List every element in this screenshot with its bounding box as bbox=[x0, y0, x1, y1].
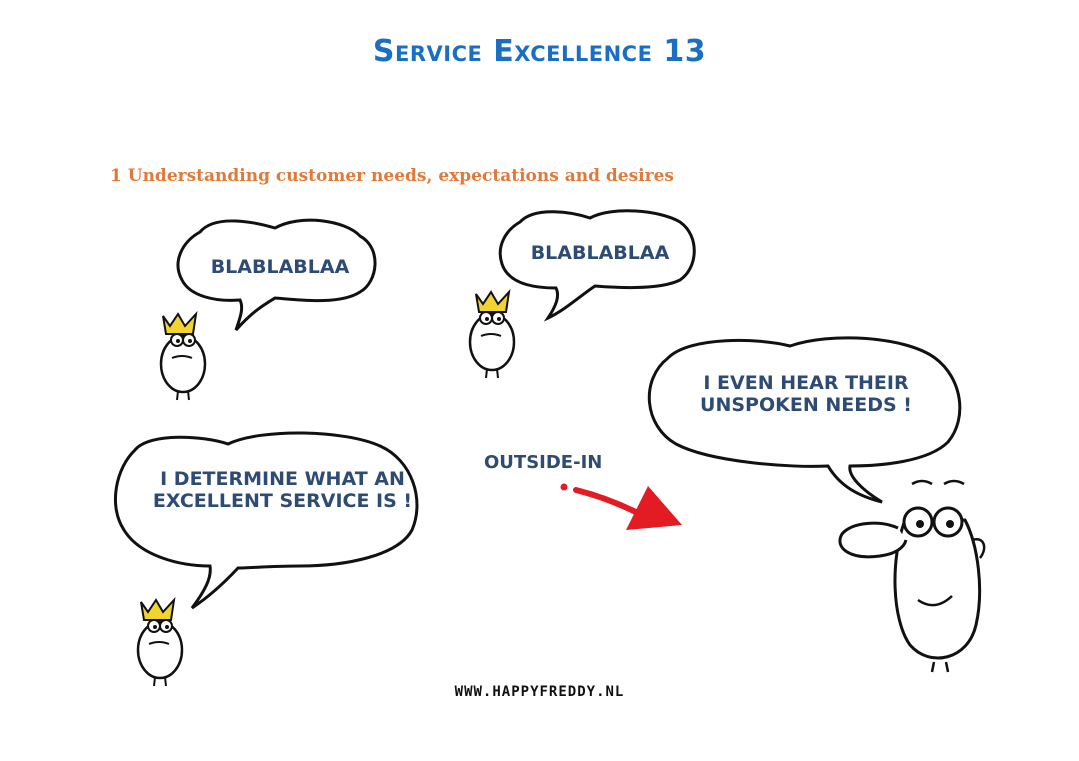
page-title: Service Excellence 13 bbox=[372, 34, 707, 69]
bubble-text-left-bottom: I determine what an excellent service is… bbox=[152, 468, 413, 513]
speech-bubble-left-top bbox=[176, 218, 377, 331]
speech-bubble-middle-top bbox=[498, 209, 696, 322]
small-king-character-2 bbox=[468, 288, 516, 379]
footer-url: www.happyfreddy.nl bbox=[454, 684, 625, 700]
speech-bubble-right bbox=[647, 336, 962, 504]
bubble-text-left-top: Blablablaa bbox=[210, 256, 350, 278]
small-king-character-3 bbox=[136, 596, 184, 687]
large-character bbox=[838, 479, 986, 673]
section-heading: 1 Understanding customer needs, expectat… bbox=[110, 166, 674, 186]
bubble-text-middle-top: Blablablaa bbox=[530, 242, 670, 264]
speech-bubble-left-bottom bbox=[113, 431, 419, 610]
outside-in-arrow bbox=[560, 483, 682, 530]
bubble-text-right: I even hear their unspoken needs ! bbox=[700, 372, 912, 417]
small-king-character-1 bbox=[159, 310, 207, 401]
outside-in-label: Outside-in bbox=[484, 452, 603, 473]
